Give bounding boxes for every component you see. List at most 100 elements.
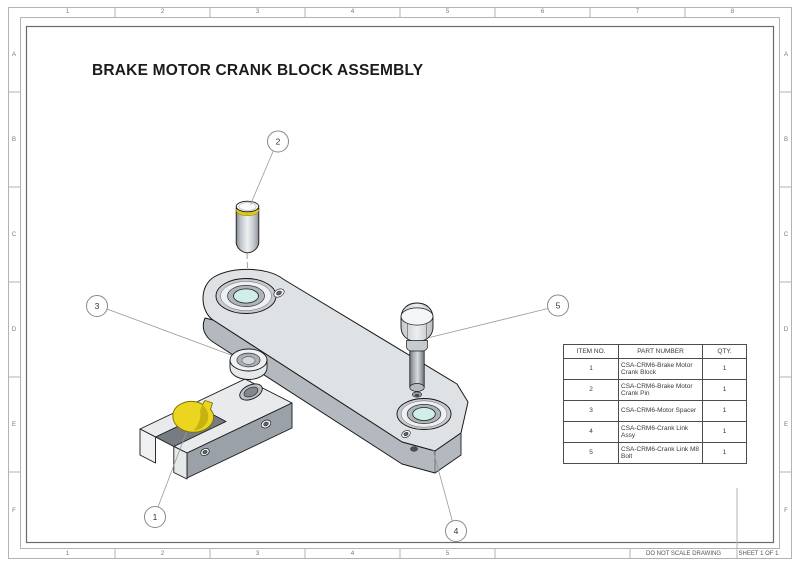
sheet-number-label: SHEET 1 OF 1 (738, 551, 779, 557)
leader-4 (432, 449, 453, 522)
bom-qty: 1 (702, 400, 747, 422)
balloon-1: 1 (144, 506, 166, 528)
balloon-2: 2 (267, 130, 289, 153)
bom-item-no: 5 (563, 442, 619, 464)
zone-row-label-left: A (11, 51, 16, 58)
spacer-bore (241, 356, 256, 365)
leader-2 (250, 150, 274, 205)
zone-row-label-right: C (783, 231, 789, 238)
bom-item-no: 3 (563, 400, 619, 422)
bom-qty: 1 (702, 442, 747, 464)
bom-header-qty: QTY. (702, 344, 747, 359)
balloon-3: 3 (86, 295, 108, 317)
bom-row: 4 CSA-CRM6-Crank Link Assy 1 (563, 421, 747, 443)
block-prong-face-left (139, 428, 156, 464)
zone-col-label: 4 (350, 9, 355, 15)
page-title: BRAKE MOTOR CRANK BLOCK ASSEMBLY (92, 62, 424, 79)
part-crank-block (139, 378, 293, 480)
block-prong-face-right (173, 446, 188, 480)
zone-col-label: 2 (160, 9, 165, 15)
zone-col-label: 6 (540, 9, 545, 15)
pin-body (235, 207, 260, 254)
zone-col-label-bottom: 4 (350, 551, 355, 557)
part-crank-link (202, 268, 469, 474)
do-not-scale-note: DO NOT SCALE DRAWING (645, 551, 721, 557)
bom-part-number: CSA-CRM6-Crank Link Assy (618, 421, 703, 443)
bom-qty: 1 (702, 421, 747, 443)
bom-part-number: CSA-CRM6-Motor Spacer (618, 400, 703, 422)
link-bearing-left (215, 278, 277, 314)
zone-row-label-left: D (11, 326, 17, 333)
bom-row: 1 CSA-CRM6-Brake Motor Crank Block 1 (563, 358, 747, 380)
link-chamfer-edges (434, 433, 462, 473)
leader-5 (429, 308, 549, 338)
balloon-5: 5 (547, 294, 569, 317)
link-small-hole-left (273, 288, 285, 298)
bolt-shaft-end (409, 383, 425, 392)
block-side-hole-left (200, 448, 210, 456)
zone-row-label-left: B (11, 136, 16, 143)
balloons: 1 2 3 4 5 (86, 130, 569, 542)
zone-row-label-right: E (783, 421, 788, 428)
bearing-bore-right (412, 407, 436, 421)
zone-col-label: 5 (445, 9, 450, 15)
link-bearing-right (396, 398, 452, 430)
bom-row: 3 CSA-CRM6-Motor Spacer 1 (563, 400, 747, 422)
balloon-1-label: 1 (153, 512, 158, 522)
block-counterbore-hole (239, 383, 263, 401)
link-small-hole-right (401, 430, 411, 438)
pin-top-inner (238, 202, 257, 211)
bom-part-number: CSA-CRM6-Brake Motor Crank Pin (618, 379, 703, 401)
zone-row-label-left: F (12, 507, 16, 514)
zone-col-label-bottom: 1 (65, 551, 70, 557)
link-bottom-screw-tip (410, 446, 418, 452)
bom-item-no: 2 (563, 379, 619, 401)
drawing-frame (25, 25, 775, 544)
balloon-5-label: 5 (556, 301, 561, 311)
bom-header-item: ITEM NO. (563, 344, 619, 359)
zone-row-label-right: F (784, 507, 788, 514)
bolt-tip-dark (414, 394, 420, 397)
outer-border (8, 7, 792, 559)
balloon-4-label: 4 (454, 526, 459, 536)
bom-header-row: ITEM NO. PART NUMBER QTY. (563, 344, 747, 359)
bom-qty: 1 (702, 379, 747, 401)
bom-table: ITEM NO. PART NUMBER QTY. 1 CSA-CRM6-Bra… (563, 344, 747, 464)
zone-row-label-right: D (783, 326, 789, 333)
zone-row-label-right: A (783, 51, 788, 58)
bom-item-no: 1 (563, 358, 619, 380)
bom-header-part: PART NUMBER (618, 344, 703, 359)
zone-col-label: 3 (255, 9, 260, 15)
sheet-frame (8, 7, 792, 559)
part-motor-spacer (229, 348, 268, 380)
zone-row-label-left: C (11, 231, 17, 238)
bolt-head-top (400, 307, 434, 326)
balloon-2-label: 2 (276, 137, 281, 147)
bom-item-no: 4 (563, 421, 619, 443)
bolt-collar (406, 340, 428, 353)
zone-columns-top: 1 2 3 4 5 6 7 8 (20, 7, 780, 17)
bolt-head-facets (407, 324, 427, 340)
zone-row-label-left: E (11, 421, 16, 428)
balloon-3-label: 3 (95, 301, 100, 311)
bom-qty: 1 (702, 358, 747, 380)
leader-3 (106, 308, 232, 356)
balloon-leaders (106, 150, 549, 522)
zone-col-label-bottom: 5 (445, 551, 450, 557)
bom-row: 2 CSA-CRM6-Brake Motor Crank Pin 1 (563, 379, 747, 401)
zone-col-label: 7 (635, 9, 640, 15)
block-side-hole-right (260, 419, 272, 429)
bom-part-number: CSA-CRM6-Brake Motor Crank Block (618, 358, 703, 380)
part-m8-bolt (400, 302, 434, 398)
balloon-4: 4 (445, 520, 467, 542)
zone-col-label-bottom: 3 (255, 551, 260, 557)
bom-row: 5 CSA-CRM6-Crank Link M8 Bolt 1 (563, 442, 747, 464)
zone-col-label: 1 (65, 9, 70, 15)
leader-1 (157, 431, 187, 508)
bom-part-number: CSA-CRM6-Crank Link M8 Bolt (618, 442, 703, 464)
zone-row-label-right: B (783, 136, 788, 143)
zone-col-label-bottom: 2 (160, 551, 165, 557)
crank-highlight-shade (193, 404, 209, 431)
